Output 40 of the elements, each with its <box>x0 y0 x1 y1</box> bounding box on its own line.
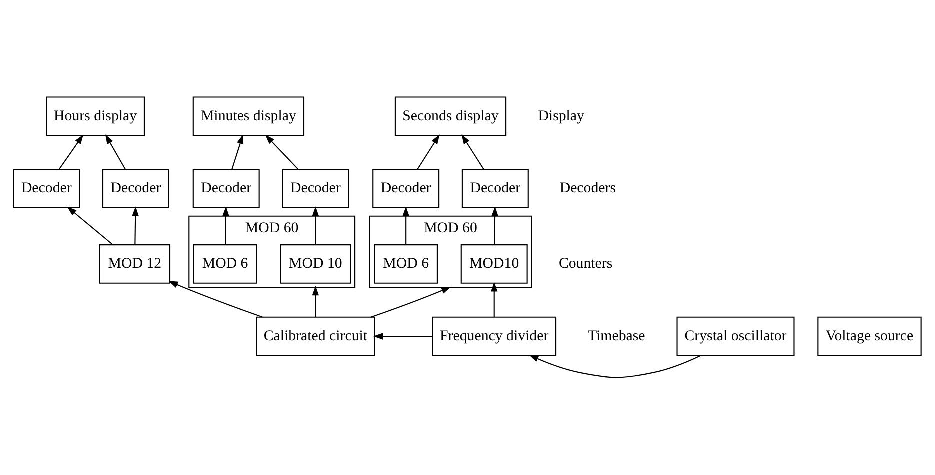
node-box: Seconds display <box>394 96 507 136</box>
arrow <box>59 134 84 170</box>
node-box: MOD 6 <box>193 244 258 284</box>
arrow <box>370 286 452 318</box>
node-box: MOD 12 <box>99 244 171 284</box>
arrow <box>492 206 498 246</box>
node-box: Decoder <box>282 169 350 208</box>
label: Timebase <box>588 328 646 344</box>
node-box: MOD 10 <box>280 244 352 284</box>
arrow <box>232 134 244 170</box>
node-box: Decoder <box>192 169 260 208</box>
arrow <box>312 286 320 318</box>
node-box: Minutes display <box>192 96 305 136</box>
arrow <box>491 282 498 318</box>
node-box: Decoder <box>13 169 80 208</box>
node-box: Crystal oscillator <box>676 316 795 356</box>
arrow <box>402 206 410 245</box>
node-box: Hours display <box>46 96 146 136</box>
node-box: Decoder <box>102 169 170 208</box>
node-box: MOD10 <box>460 244 528 284</box>
arrow <box>67 206 114 246</box>
node-box: Decoder <box>372 169 440 208</box>
node-box: Frequency divider <box>432 316 557 356</box>
node-box: MOD 6 <box>374 244 438 284</box>
label: Display <box>538 108 584 124</box>
arrow <box>312 206 320 245</box>
arrow <box>222 206 230 246</box>
label: Decoders <box>560 180 616 197</box>
arrow <box>132 206 139 246</box>
node-box: Decoder <box>462 169 529 208</box>
arrow <box>168 281 263 318</box>
arrow <box>105 134 126 170</box>
arrow <box>373 333 432 340</box>
arrow <box>417 134 440 170</box>
label: Counters <box>558 256 613 272</box>
arrow <box>529 355 702 378</box>
node-box: Voltage source <box>818 316 922 356</box>
arrow <box>265 134 298 170</box>
arrow <box>462 134 484 170</box>
node-box: Calibrated circuit <box>256 316 376 356</box>
